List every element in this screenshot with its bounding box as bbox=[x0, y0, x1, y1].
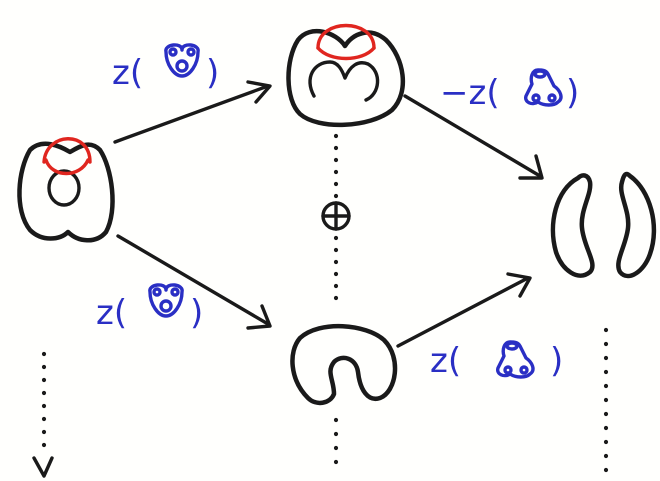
dotted-line-dot bbox=[603, 341, 609, 347]
dotted-line-dot bbox=[603, 369, 609, 375]
dotted-line-dot bbox=[603, 397, 609, 403]
label-top-right: −z( ) bbox=[440, 68, 579, 113]
label-top-right-suffix: ) bbox=[566, 73, 579, 113]
dotted-line-dot bbox=[603, 327, 609, 333]
dotted-line-dot bbox=[603, 383, 609, 389]
dotted-line-dot bbox=[333, 295, 339, 301]
dotted-line-dot bbox=[333, 133, 339, 139]
label-top-right-prefix: −z( bbox=[440, 73, 500, 113]
dotted-line-dot bbox=[41, 364, 47, 370]
dotted-line-dot bbox=[333, 283, 339, 289]
dotted-line-dot bbox=[603, 355, 609, 361]
dotted-line-dot bbox=[333, 445, 339, 451]
label-bottom-left-suffix: ) bbox=[190, 293, 203, 333]
target-surface bbox=[550, 171, 657, 279]
dotted-lines bbox=[41, 133, 609, 473]
dotted-line-dot bbox=[333, 169, 339, 175]
dotted-line-dot bbox=[333, 259, 339, 265]
dotted-line-dot bbox=[41, 390, 47, 396]
dotted-line-dot bbox=[41, 351, 47, 357]
label-top-left-suffix: ) bbox=[206, 53, 219, 93]
arrow-source-to-lower bbox=[116, 234, 272, 330]
dotted-line-dot bbox=[603, 453, 609, 459]
dotted-line-dot bbox=[333, 145, 339, 151]
dotted-line-dot bbox=[41, 442, 47, 448]
source-surface bbox=[17, 137, 115, 243]
direct-sum-symbol bbox=[321, 201, 351, 231]
label-bottom-left: z( ) bbox=[96, 283, 203, 333]
label-top-left: z( ) bbox=[112, 43, 219, 93]
arrow-lower-to-target bbox=[396, 272, 532, 348]
label-bottom-right-prefix: z( bbox=[430, 341, 461, 381]
down-arrowhead bbox=[32, 456, 54, 478]
blue-cobordism-icon bbox=[164, 43, 200, 78]
dotted-line-dot bbox=[333, 157, 339, 163]
label-bottom-left-prefix: z( bbox=[96, 293, 127, 333]
dotted-line-dot bbox=[333, 181, 339, 187]
label-bottom-right: z( ) bbox=[430, 340, 563, 381]
lower-middle-surface bbox=[290, 324, 398, 406]
dotted-line-dot bbox=[333, 459, 339, 465]
dotted-line-dot bbox=[41, 377, 47, 383]
label-bottom-right-suffix: ) bbox=[550, 341, 563, 381]
dotted-line-dot bbox=[603, 411, 609, 417]
label-top-left-prefix: z( bbox=[112, 53, 143, 93]
dotted-line-dot bbox=[41, 416, 47, 422]
dotted-line-dot bbox=[41, 429, 47, 435]
dotted-line-dot bbox=[603, 467, 609, 473]
dotted-line-dot bbox=[333, 247, 339, 253]
blue-cobordism-icon bbox=[148, 283, 184, 318]
dotted-line-dot bbox=[603, 425, 609, 431]
dotted-line-dot bbox=[333, 271, 339, 277]
dotted-line-dot bbox=[333, 431, 339, 437]
blue-saddle-icon bbox=[524, 68, 563, 107]
dotted-line-dot bbox=[333, 193, 339, 199]
dotted-line-dot bbox=[41, 403, 47, 409]
dotted-line-dot bbox=[603, 439, 609, 445]
blue-saddle-icon bbox=[496, 340, 535, 379]
arrow-upper-to-target bbox=[403, 94, 544, 180]
upper-middle-surface bbox=[286, 23, 406, 128]
dotted-line-dot bbox=[333, 417, 339, 423]
arrow-source-to-upper bbox=[113, 80, 272, 144]
dotted-line-dot bbox=[333, 235, 339, 241]
